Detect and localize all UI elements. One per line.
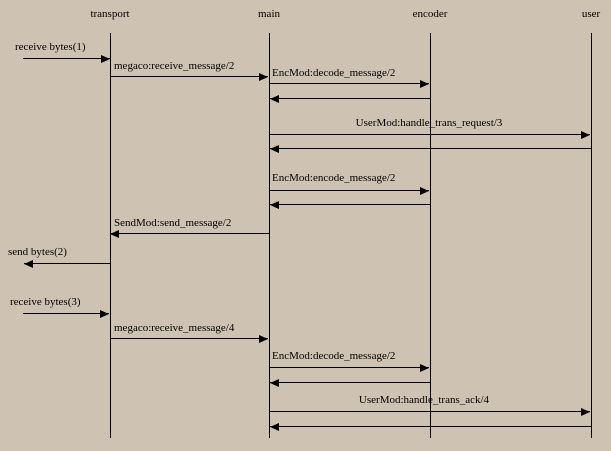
- message-line-transport-to-main: [110, 76, 268, 77]
- message-line-transport-to-external: [24, 263, 110, 264]
- arrowhead-icon: [270, 379, 279, 387]
- message-label: EncMod:decode_message/2: [272, 67, 396, 79]
- message-line-main-to-transport: [110, 233, 269, 234]
- message-label: EncMod:decode_message/2: [272, 350, 396, 362]
- arrowhead-icon: [259, 335, 268, 343]
- message-line-encoder-to-main: [270, 98, 430, 99]
- message-line-main-to-encoder: [269, 83, 429, 84]
- message-label: megaco:receive_message/2: [114, 60, 235, 72]
- message-line-user-to-main: [270, 426, 591, 427]
- message-label: SendMod:send_message/2: [114, 217, 232, 229]
- arrowhead-icon: [420, 80, 429, 88]
- lifeline-user: [591, 33, 592, 438]
- lifeline-label-user: user: [581, 8, 601, 20]
- message-line-external-to-transport: [23, 58, 110, 59]
- arrowhead-icon: [581, 131, 590, 139]
- message-line-transport-to-main: [110, 338, 268, 339]
- message-label: receive bytes(3): [10, 296, 81, 308]
- message-label: UserMod:handle_trans_request/3: [355, 117, 503, 129]
- message-line-main-to-user: [269, 411, 590, 412]
- arrowhead-icon: [420, 187, 429, 195]
- lifeline-label-transport: transport: [90, 8, 130, 20]
- arrowhead-icon: [270, 201, 279, 209]
- lifeline-main: [269, 33, 270, 438]
- arrowhead-icon: [420, 364, 429, 372]
- message-line-main-to-encoder: [269, 190, 429, 191]
- arrowhead-icon: [110, 230, 119, 238]
- lifeline-label-main: main: [258, 8, 280, 20]
- message-label: EncMod:encode_message/2: [272, 172, 396, 184]
- arrowhead-icon: [270, 145, 279, 153]
- arrowhead-icon: [270, 95, 279, 103]
- message-label: UserMod:handle_trans_ack/4: [358, 394, 490, 406]
- arrowhead-icon: [101, 55, 110, 63]
- lifeline-label-encoder: encoder: [412, 8, 448, 20]
- message-line-main-to-user: [269, 134, 590, 135]
- message-line-encoder-to-main: [270, 204, 430, 205]
- message-label: send bytes(2): [8, 246, 67, 258]
- arrowhead-icon: [100, 310, 109, 318]
- arrowhead-icon: [581, 408, 590, 416]
- arrowhead-icon: [270, 423, 279, 431]
- message-label: receive bytes(1): [15, 41, 86, 53]
- message-line-external-to-transport: [23, 313, 109, 314]
- lifeline-encoder: [430, 33, 431, 438]
- arrowhead-icon: [259, 73, 268, 81]
- message-line-main-to-encoder: [269, 367, 429, 368]
- message-line-user-to-main: [270, 148, 591, 149]
- arrowhead-icon: [24, 260, 33, 268]
- message-label: megaco:receive_message/4: [114, 322, 235, 334]
- message-line-encoder-to-main: [270, 382, 430, 383]
